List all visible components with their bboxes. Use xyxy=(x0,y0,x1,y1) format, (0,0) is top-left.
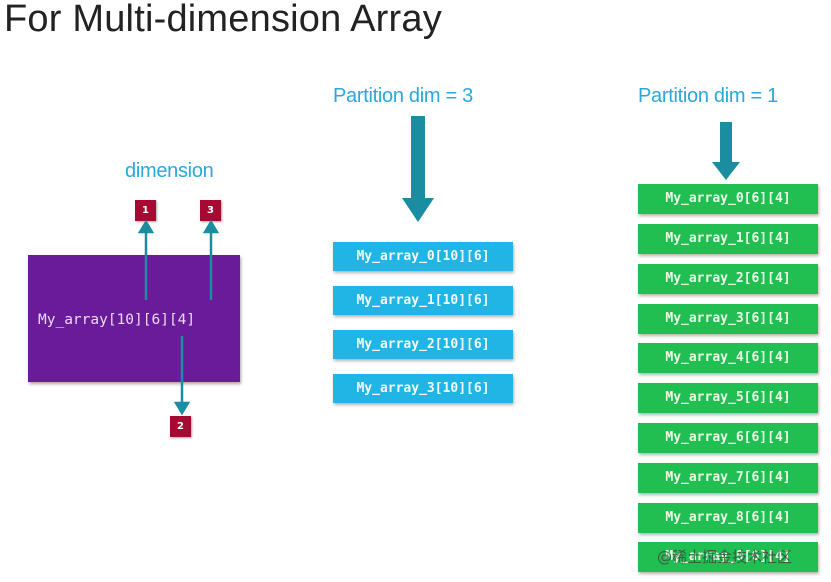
partition-dim1-arrow-icon xyxy=(712,122,740,180)
dim1-partition-item: My_array_7[6][4] xyxy=(638,463,818,493)
dimension-badge-1: 1 xyxy=(135,200,156,221)
original-array-label: My_array[10][6][4] xyxy=(38,312,196,328)
dim3-partition-item: My_array_1[10][6] xyxy=(333,286,513,315)
dim1-partition-item: My_array_4[6][4] xyxy=(638,343,818,373)
partition-dim3-heading: Partition dim = 3 xyxy=(333,85,473,107)
dim1-partition-item: My_array_3[6][4] xyxy=(638,304,818,334)
original-array-box xyxy=(28,255,240,382)
dim1-partition-item: My_array_8[6][4] xyxy=(638,503,818,533)
dim1-partition-item: My_array_1[6][4] xyxy=(638,224,818,254)
dimension-badge-3: 3 xyxy=(200,200,221,221)
partition-dim1-heading: Partition dim = 1 xyxy=(638,85,778,107)
dim1-partition-item: My_array_9[6][4] xyxy=(638,542,818,572)
dim1-partition-item: My_array_0[6][4] xyxy=(638,184,818,214)
dim1-partition-item: My_array_6[6][4] xyxy=(638,423,818,453)
dim3-partition-item: My_array_2[10][6] xyxy=(333,330,513,359)
dim1-partition-item: My_array_2[6][4] xyxy=(638,264,818,294)
dim3-arrowhead-icon xyxy=(202,219,220,234)
dimension-heading: dimension xyxy=(125,160,214,182)
dim3-partition-item: My_array_3[10][6] xyxy=(333,374,513,403)
dim2-arrowhead-icon xyxy=(173,401,191,416)
dim1-arrowhead-icon xyxy=(137,219,155,234)
watermark: @稀土掘金技术社区 xyxy=(657,548,793,566)
dim1-partition-item: My_array_5[6][4] xyxy=(638,383,818,413)
partition-dim3-arrow-icon xyxy=(402,116,434,222)
slide-title: For Multi-dimension Array xyxy=(4,0,442,40)
dimension-badge-2: 2 xyxy=(170,416,191,437)
dim3-partition-item: My_array_0[10][6] xyxy=(333,242,513,271)
